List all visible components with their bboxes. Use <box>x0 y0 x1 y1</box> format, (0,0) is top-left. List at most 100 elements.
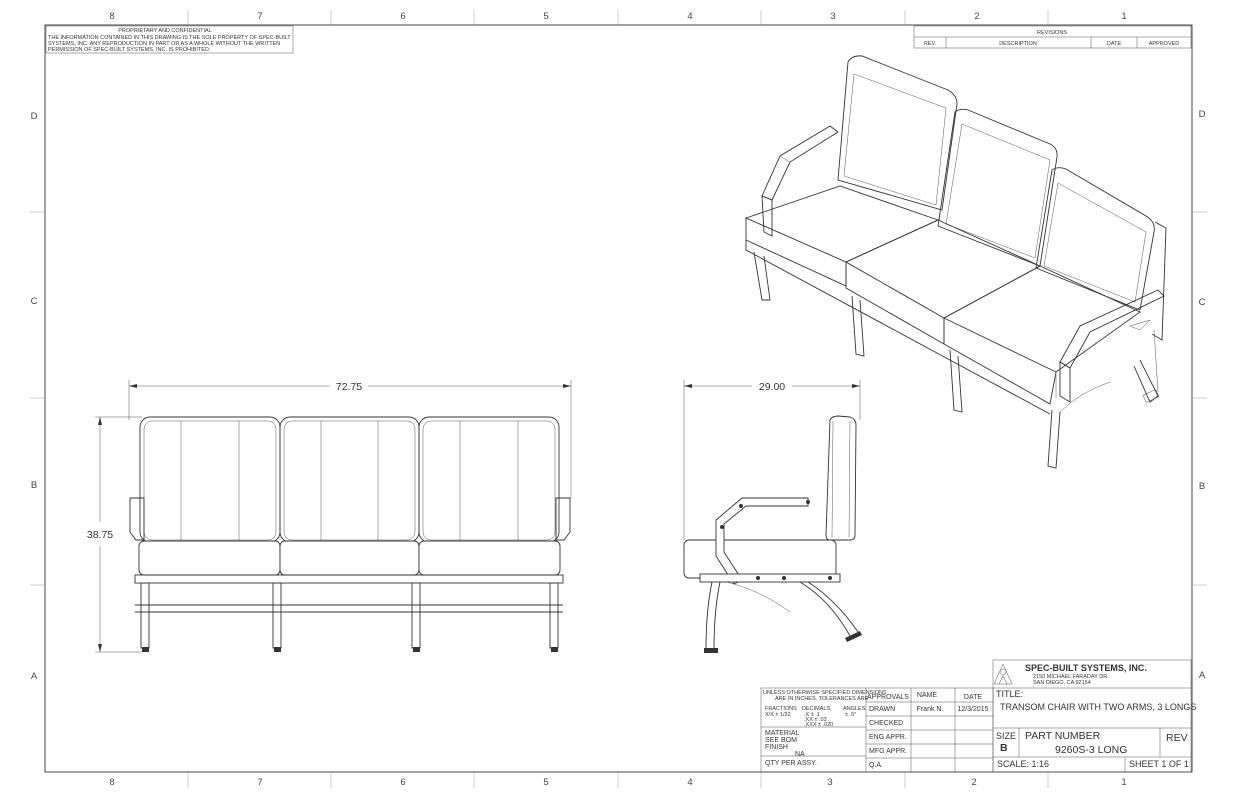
approvals-date-header: DATE <box>964 694 982 701</box>
iso-frame-legs <box>745 240 1160 469</box>
size-label: SIZE <box>996 731 1016 741</box>
decimals-value: .XX ± .03 <box>804 717 827 723</box>
company-name: SPEC-BUILT SYSTEMS, INC. <box>1025 663 1147 673</box>
side-view: 29.00 <box>683 380 862 653</box>
finish-value: NA <box>795 751 805 758</box>
notice-line: THE INFORMATION CONTAINED IN THIS DRAWIN… <box>48 35 291 41</box>
zone-col-label: 2 <box>971 777 976 788</box>
approval-row-label: MFG APPR. <box>869 748 907 755</box>
sheet-label: SHEET 1 OF 1 <box>1129 759 1189 769</box>
iso-backrests <box>837 55 1167 341</box>
approval-row-label: ENG APPR. <box>869 734 907 741</box>
zone-row-label: C <box>1199 297 1206 308</box>
scale-label: SCALE: 1:16 <box>997 759 1049 769</box>
side-legs <box>704 581 862 653</box>
zone-col-label: 2 <box>974 11 979 22</box>
zone-row-label: A <box>31 671 38 682</box>
iso-left-arm <box>761 125 839 237</box>
revisions-header: APPROVED <box>1149 41 1180 47</box>
dimension-width-label: 72.75 <box>336 381 362 393</box>
revisions-table: REVISIONS REV. DESCRIPTION DATE APPROVED <box>913 25 1192 49</box>
depth-dimension: 29.00 <box>683 380 861 540</box>
notice-line: SYSTEMS, INC. ANY REPRODUCTION IN PART O… <box>48 41 280 47</box>
fractions-label: FRACTIONS <box>765 706 797 712</box>
revisions-header: DESCRIPTION <box>999 41 1037 47</box>
proprietary-notice: PROPRIETARY AND CONFIDENTIAL THE INFORMA… <box>45 25 294 54</box>
decimals-value: .XXX ± .020 <box>804 722 833 728</box>
zone-row-label: D <box>31 111 38 122</box>
size-value: B <box>1000 742 1008 754</box>
company-address: SAN DIEGO, CA 92154 <box>1033 680 1091 686</box>
material-value: SEE BOM <box>765 737 797 744</box>
qty-label: QTY PER ASSY. <box>765 760 817 767</box>
zone-col-label: 3 <box>830 11 835 22</box>
dimension-height-label: 38.75 <box>87 529 113 541</box>
revisions-header: DATE <box>1107 41 1122 47</box>
approvals-header: APPROVALS <box>867 694 909 701</box>
zone-col-label: 6 <box>400 11 405 22</box>
zone-col-label: 3 <box>827 777 832 788</box>
side-backrest <box>825 415 857 541</box>
company-logo-icon <box>993 663 1013 685</box>
dimension-depth-label: 29.00 <box>759 381 785 393</box>
zone-col-label: 5 <box>543 11 548 22</box>
title-section: SPEC-BUILT SYSTEMS, INC. 2150 MICHAEL FA… <box>992 659 1196 773</box>
front-view: 72.75 38.75 <box>87 380 572 653</box>
decimals-value: .X ± .1 <box>804 712 820 718</box>
title-label: TITLE: <box>996 689 1023 699</box>
height-dimension: 38.75 <box>87 416 142 653</box>
decimals-label: DECIMALS <box>802 706 830 712</box>
zone-row-label: B <box>31 480 37 491</box>
zone-row-label: B <box>1199 481 1205 492</box>
side-frame-rail <box>699 573 841 583</box>
fractions-value: X/X ± 1/32 <box>765 712 791 718</box>
drawn-date: 12/3/2015 <box>957 706 988 713</box>
company-address: 2150 MICHAEL FARADAY DR. <box>1033 674 1109 680</box>
finish-label: FINISH <box>765 744 788 751</box>
zone-col-label: 8 <box>109 11 114 22</box>
sheet-border: 8 7 6 5 4 3 2 1 8 7 6 5 4 3 2 1 D C B A … <box>30 10 1207 788</box>
front-frame <box>134 574 564 652</box>
zone-row-label: C <box>31 296 38 307</box>
tolerance-note: ARE IN INCHES. TOLERANCES ARE: <box>775 696 870 702</box>
zone-col-label: 4 <box>687 11 692 22</box>
approvals-name-header: NAME <box>917 692 938 699</box>
title-block: UNLESS OTHERWISE SPECIFIED DIMENSIONS AR… <box>760 659 1196 773</box>
revisions-header: REV. <box>924 41 937 47</box>
isometric-view <box>744 55 1167 469</box>
zone-row-label: D <box>1199 109 1206 120</box>
material-label: MATERIAL <box>765 730 800 737</box>
approvals-section: UNLESS OTHERWISE SPECIFIED DIMENSIONS AR… <box>760 687 994 773</box>
zone-col-label: 5 <box>543 777 548 788</box>
notice-heading: PROPRIETARY AND CONFIDENTIAL <box>118 28 212 34</box>
iso-seat-cushions <box>744 185 1141 405</box>
notice-line: PERMISSION OF SPEC-BUILT SYSTEMS, INC. I… <box>48 47 211 53</box>
zone-col-label: 4 <box>687 777 692 788</box>
approval-row-label: CHECKED <box>869 720 903 727</box>
front-seat-cushions <box>138 540 561 576</box>
front-arms <box>129 497 571 541</box>
drawing-title: TRANSOM CHAIR WITH TWO ARMS, 3 LONGS <box>1000 702 1196 712</box>
zone-col-label: 7 <box>257 11 262 22</box>
angles-label: ANGLES <box>843 706 866 712</box>
width-dimension: 72.75 <box>128 380 572 498</box>
front-backrests <box>139 416 560 543</box>
drawn-by-name: Frank N. <box>917 706 944 713</box>
part-number-label: PART NUMBER <box>1025 730 1101 742</box>
zone-ticks <box>30 10 1207 788</box>
approval-row-label: DRAWN <box>869 706 895 713</box>
rev-label: REV <box>1166 732 1188 744</box>
part-number-value: 9260S-3 LONG <box>1055 744 1127 756</box>
zone-col-label: 1 <box>1121 777 1126 788</box>
zone-col-label: 6 <box>400 777 405 788</box>
zone-col-label: 7 <box>257 777 262 788</box>
side-seat <box>683 539 837 579</box>
tolerance-note: UNLESS OTHERWISE SPECIFIED DIMENSIONS <box>763 690 887 696</box>
zone-col-label: 1 <box>1121 11 1126 22</box>
iso-right-arm <box>1059 289 1165 403</box>
zone-col-label: 8 <box>109 777 114 788</box>
revisions-title: REVISIONS <box>1037 30 1067 36</box>
angles-value: ± .5° <box>845 712 856 718</box>
approval-row-label: Q.A. <box>869 762 883 769</box>
